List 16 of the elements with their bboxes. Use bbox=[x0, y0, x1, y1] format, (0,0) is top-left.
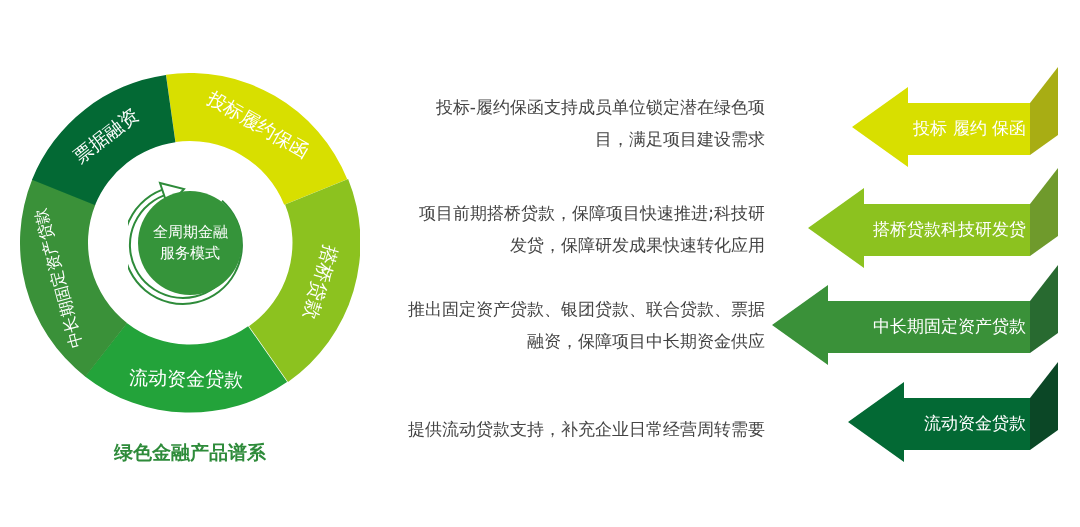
arrow-label: 中长期固定资产贷款 bbox=[873, 315, 1026, 337]
segment-label: 流动资金贷款 bbox=[129, 364, 244, 393]
circle-label: 全周期金融服务模式 bbox=[151, 222, 229, 264]
segment-label: 票据融资 bbox=[68, 102, 144, 170]
description-text: 项目前期搭桥贷款，保障项目快速推进;科技研发贷，保障研发成果快速转化应用 bbox=[418, 202, 765, 257]
center-circle bbox=[138, 191, 242, 295]
segment-label: 搭桥贷款 bbox=[299, 241, 344, 322]
arrow-label: 流动资金贷款 bbox=[924, 412, 1026, 434]
segment-label: 投标履约保函 bbox=[202, 85, 314, 165]
description-text: 推出固定资产贷款、银团贷款、联合贷款、票据融资，保障项目中长期资金供应 bbox=[407, 298, 765, 353]
arrow-label: 投标 履约 保函 bbox=[913, 117, 1026, 139]
description-text: 投标-履约保函支持成员单位锁定潜在绿色项目，满足项目建设需求 bbox=[434, 96, 765, 151]
segment-label: 中长期固定资产贷款 bbox=[29, 205, 87, 351]
description-text: 提供流动贷款支持，补充企业日常经营周转需要 bbox=[407, 418, 765, 441]
caption: 绿色金融产品谱系 bbox=[114, 440, 266, 465]
arrow-label: 搭桥贷款科技研发贷 bbox=[873, 218, 1026, 240]
